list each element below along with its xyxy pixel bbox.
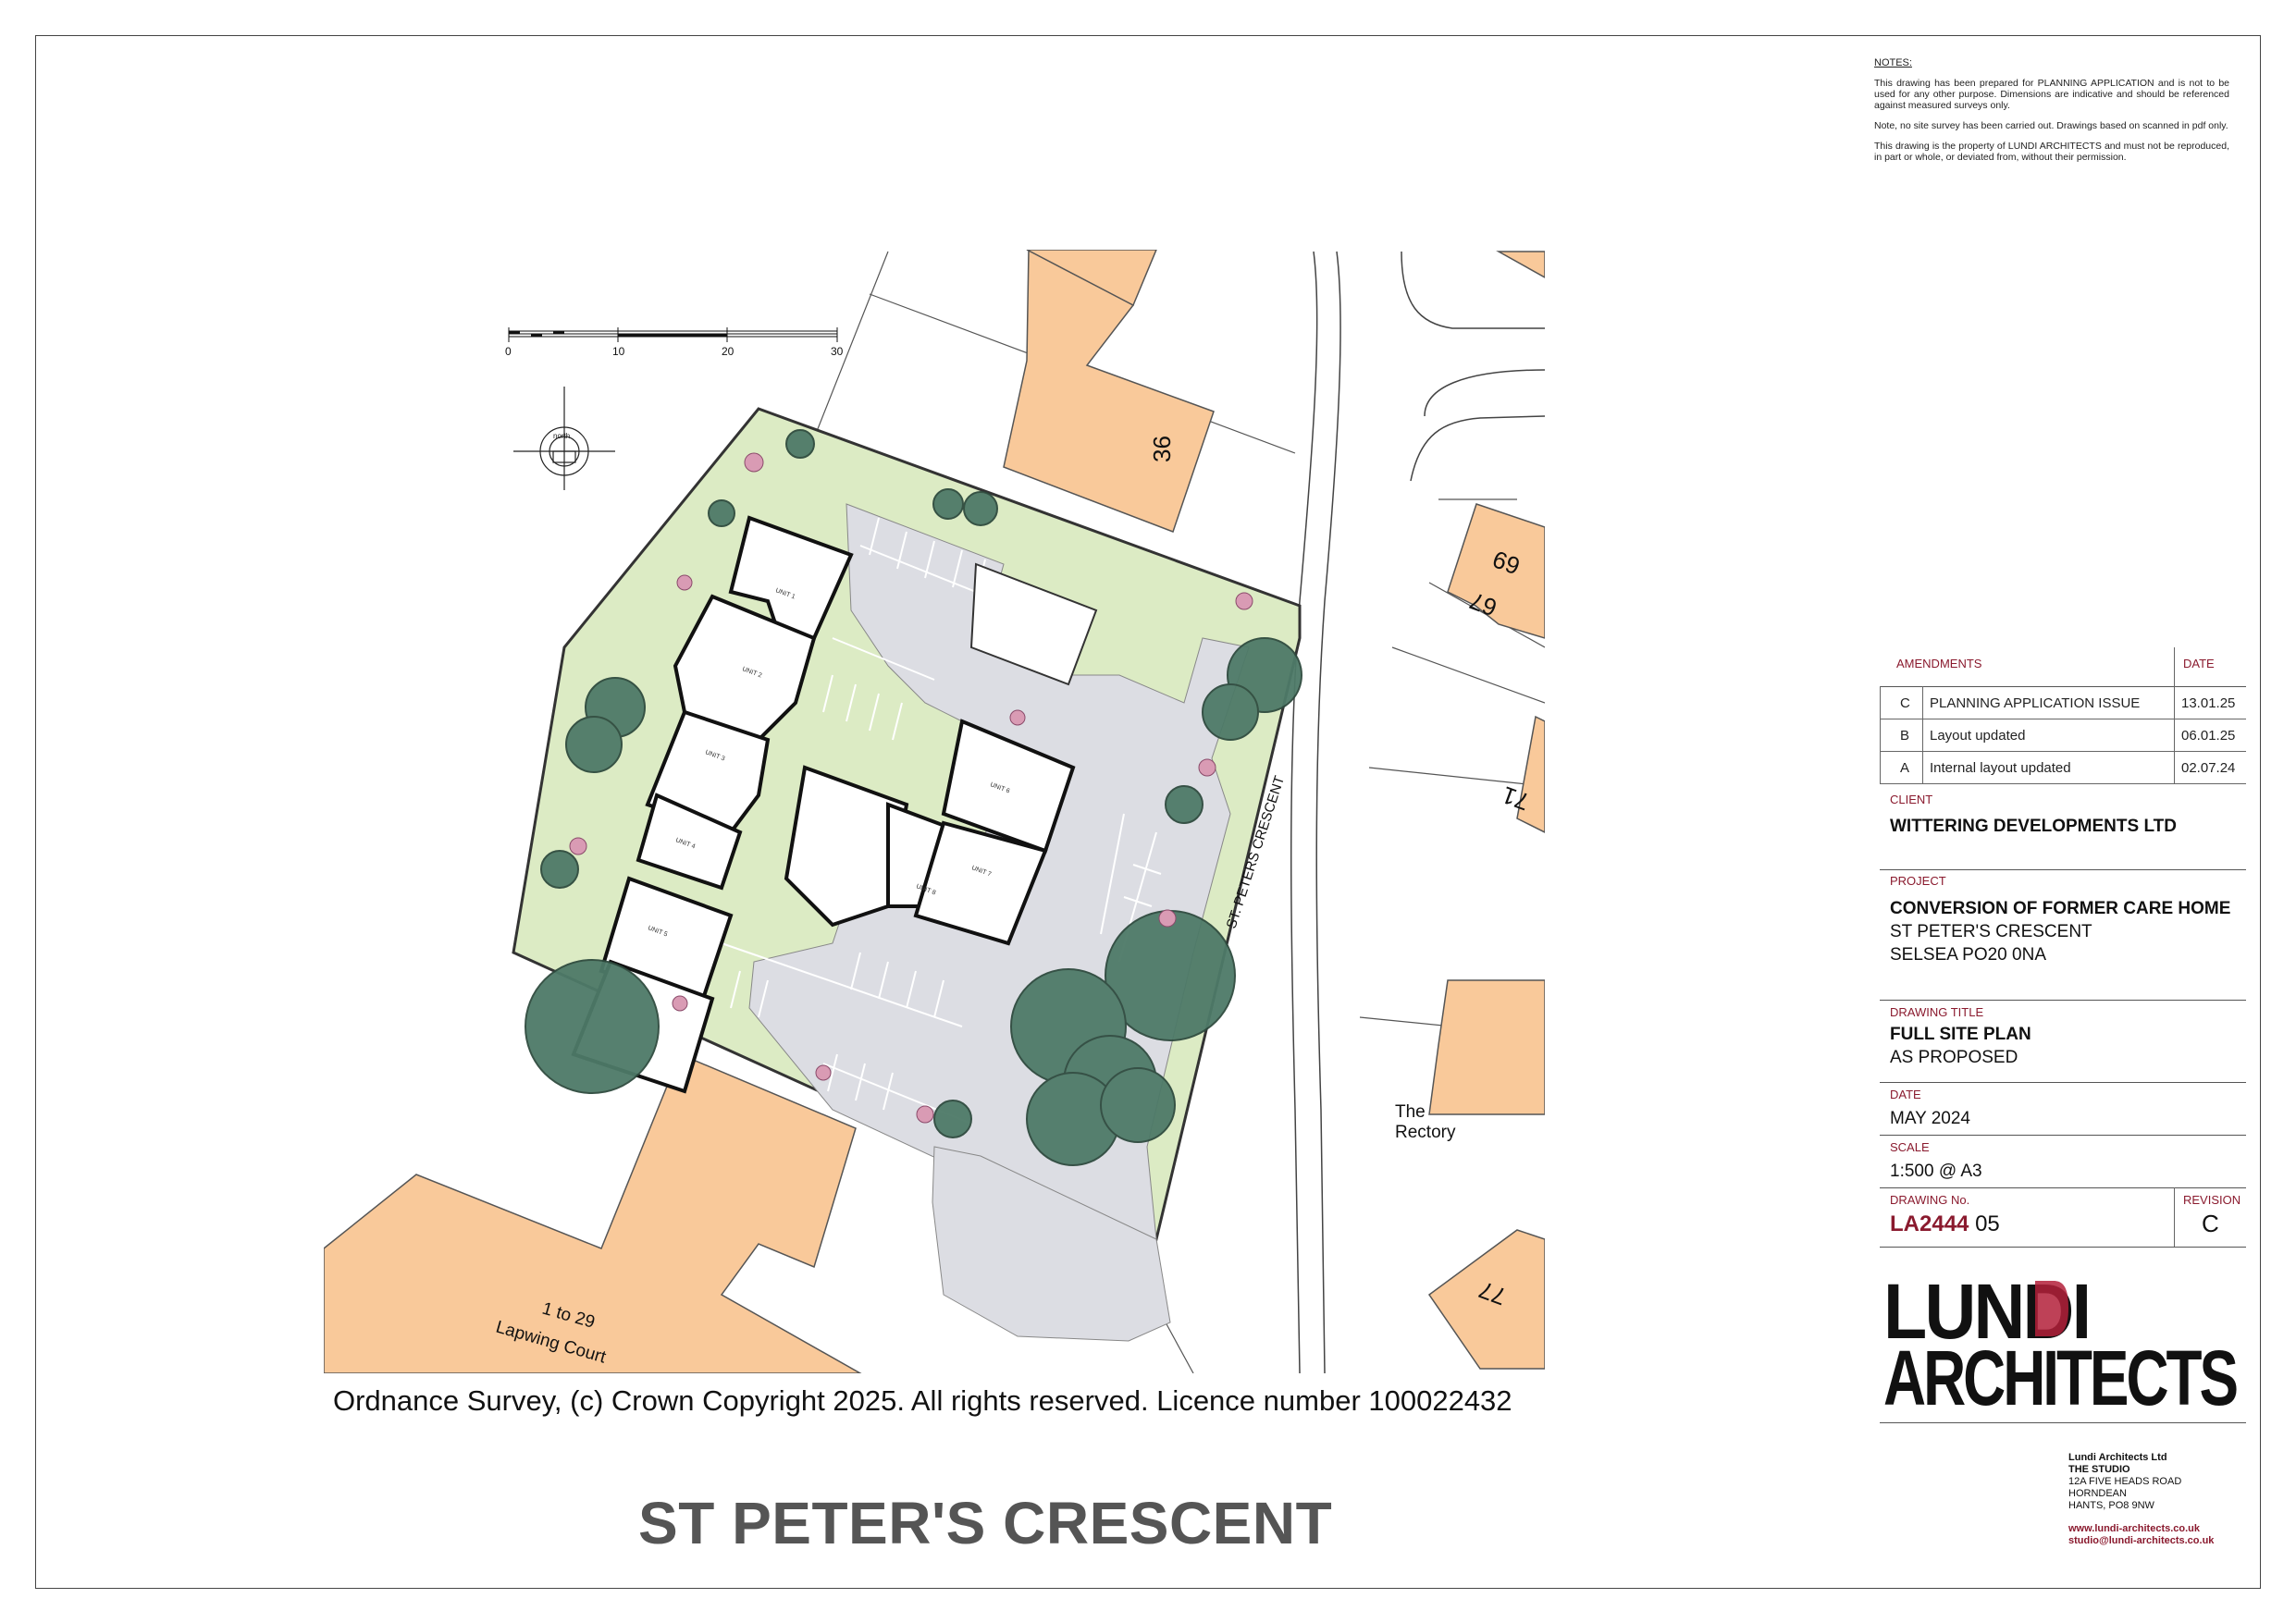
drawing-title-1: FULL SITE PLAN bbox=[1890, 1025, 2031, 1044]
client-label: CLIENT bbox=[1890, 793, 1933, 806]
office-name: Lundi Architects Ltd bbox=[2068, 1452, 2167, 1463]
client-name: WITTERING DEVELOPMENTS LTD bbox=[1890, 817, 2177, 836]
drawing-no-label: DRAWING No. bbox=[1890, 1193, 1970, 1207]
drawing-title-label: DRAWING TITLE bbox=[1890, 1005, 1984, 1019]
amendment-row: B Layout updated 06.01.25 bbox=[1880, 719, 2246, 752]
lundi-logo: LUNDI ARCHITECTS bbox=[1883, 1268, 2239, 1421]
neighbour-buildings bbox=[324, 250, 1545, 1373]
site-plan: UNIT 1 UNIT 2 UNIT 3 UNIT 4 UNIT 5 UNIT … bbox=[324, 250, 1545, 1373]
drawing-title-2: AS PROPOSED bbox=[1890, 1048, 2018, 1067]
date-value: MAY 2024 bbox=[1890, 1109, 1970, 1128]
amendments-label: AMENDMENTS bbox=[1896, 657, 1982, 670]
amendment-row: C PLANNING APPLICATION ISSUE 13.01.25 bbox=[1880, 687, 2246, 719]
page-title: ST PETER'S CRESCENT bbox=[638, 1490, 1333, 1556]
note-3: This drawing is the property of LUNDI AR… bbox=[1874, 141, 2229, 163]
scale-tick-10: 10 bbox=[612, 345, 625, 358]
north-label: north bbox=[553, 432, 570, 440]
scale-tick-30: 30 bbox=[831, 345, 844, 358]
rectory-label-1: The bbox=[1395, 1102, 1426, 1122]
scale-value: 1:500 @ A3 bbox=[1890, 1162, 1982, 1181]
road-branch-2 bbox=[1424, 369, 1545, 417]
rectory-label-2: Rectory bbox=[1395, 1123, 1456, 1142]
project-line-2: ST PETER'S CRESCENT bbox=[1890, 922, 2092, 941]
notes-block: NOTES: This drawing has been prepared fo… bbox=[1874, 57, 2229, 172]
office-email-link[interactable]: studio@lundi-architects.co.uk bbox=[2068, 1535, 2215, 1546]
project-label: PROJECT bbox=[1890, 874, 1946, 888]
project-line-3: SELSEA PO20 0NA bbox=[1890, 945, 2046, 965]
drawing-border bbox=[35, 35, 2261, 1589]
trees bbox=[525, 429, 1302, 1166]
road-branch bbox=[1401, 251, 1545, 482]
shrubs bbox=[569, 452, 1253, 1124]
amendments-date-label: DATE bbox=[2183, 657, 2215, 670]
date-label: DATE bbox=[1890, 1088, 1921, 1101]
road-edge-west bbox=[1290, 251, 1318, 1373]
office-line-4: HANTS, PO8 9NW bbox=[2068, 1500, 2154, 1511]
notes-heading: NOTES: bbox=[1874, 57, 1912, 68]
drawing-number: LA2444 05 bbox=[1890, 1211, 2000, 1236]
amendment-row: A Internal layout updated 02.07.24 bbox=[1880, 752, 2246, 784]
revision-label: REVISION bbox=[2183, 1193, 2241, 1207]
scale-bar: 0 10 20 30 bbox=[505, 327, 844, 358]
parking-bays bbox=[721, 517, 1162, 1125]
title-block: AMENDMENTS DATE C PLANNING APPLICATION I… bbox=[1880, 647, 2246, 1424]
access-road bbox=[932, 1146, 1171, 1342]
logo-red-accent-icon bbox=[2035, 1281, 2068, 1336]
office-address: Lundi Architects Ltd THE STUDIO 12A FIVE… bbox=[2068, 1452, 2214, 1547]
house-36-label: 36 bbox=[1148, 436, 1176, 462]
garage-block bbox=[969, 562, 1098, 686]
office-line-2: 12A FIVE HEADS ROAD bbox=[2068, 1476, 2182, 1487]
road-edge-east bbox=[1315, 251, 1341, 1373]
scale-tick-0: 0 bbox=[505, 345, 512, 358]
office-line-1: THE STUDIO bbox=[2068, 1464, 2130, 1475]
revision-value: C bbox=[2202, 1210, 2219, 1237]
north-arrow-icon: north bbox=[513, 387, 615, 490]
office-line-3: HORNDEAN bbox=[2068, 1488, 2127, 1499]
office-website-link[interactable]: www.lundi-architects.co.uk bbox=[2068, 1523, 2201, 1534]
project-line-1: CONVERSION OF FORMER CARE HOME bbox=[1890, 899, 2231, 918]
copyright-notice: Ordnance Survey, (c) Crown Copyright 202… bbox=[333, 1384, 1512, 1417]
scale-tick-20: 20 bbox=[722, 345, 734, 358]
note-1: This drawing has been prepared for PLANN… bbox=[1874, 78, 2229, 111]
scale-label: SCALE bbox=[1890, 1140, 1930, 1154]
note-2: Note, no site survey has been carried ou… bbox=[1874, 120, 2228, 131]
